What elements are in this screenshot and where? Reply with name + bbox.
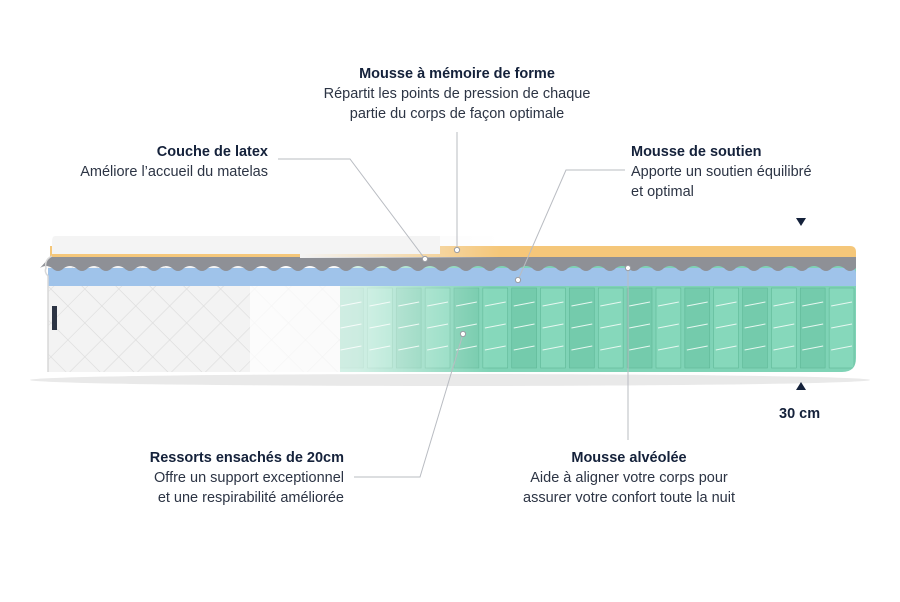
support-foam-desc-2: et optimal xyxy=(631,184,694,200)
leader-latex xyxy=(278,158,426,260)
cellular-foam-desc-2: assurer votre confort toute la nuit xyxy=(523,490,735,506)
spring-coil-line xyxy=(657,323,679,329)
support-foam-title: Mousse de soutien xyxy=(631,144,762,160)
springs-desc-2: et une respirabilité améliorée xyxy=(157,490,344,506)
spring-coil-line xyxy=(571,345,593,351)
spring-coil-line xyxy=(571,323,593,329)
spring-coil-line xyxy=(600,345,622,351)
spring-coil-line xyxy=(744,323,766,329)
spring-coil-line xyxy=(657,301,679,307)
spring-coil-line xyxy=(600,323,622,329)
spring-coil-line xyxy=(744,301,766,307)
latex-layer xyxy=(40,257,856,271)
memory-foam-desc-1: Répartit les points de pression de chaqu… xyxy=(323,86,591,102)
spring-coil-line xyxy=(773,345,795,351)
spring-coil-line xyxy=(629,345,651,351)
spring-coil-line xyxy=(513,323,535,329)
latex-title: Couche de latex xyxy=(156,144,268,160)
marker-springs xyxy=(459,330,467,338)
spring-coil-line xyxy=(542,345,564,351)
mattress-height-label: 30 cm xyxy=(779,406,821,422)
spring-coil-line xyxy=(686,323,708,329)
spring-coil-line xyxy=(513,345,535,351)
spring-coil-line xyxy=(513,301,535,307)
spring-coil-line xyxy=(715,323,737,329)
spring-coil-line xyxy=(657,345,679,351)
support-foam-layer xyxy=(48,268,856,286)
latex-desc-1: Améliore l’accueil du matelas xyxy=(80,164,268,180)
mattress-shadow xyxy=(30,374,870,386)
memory-foam-desc-2: partie du corps de façon optimale xyxy=(349,106,565,122)
marker-memory-foam xyxy=(453,246,461,254)
cellular-foam-desc-1: Aide à aligner votre corps pour xyxy=(530,470,728,486)
spring-coil-line xyxy=(629,301,651,307)
mattress-left-edge xyxy=(44,255,53,372)
marker-cellular-foam xyxy=(624,264,632,272)
leader-springs xyxy=(354,333,464,478)
label-springs: Ressorts ensachés de 20cm Offre un suppo… xyxy=(110,448,344,508)
spring-coil-line xyxy=(600,301,622,307)
brand-tag xyxy=(52,306,57,330)
label-cellular-foam: Mousse alvéolée Aide à aligner votre cor… xyxy=(498,448,760,508)
label-support-foam: Mousse de soutien Apporte un soutien équ… xyxy=(631,142,871,202)
leader-support-foam xyxy=(517,169,625,281)
cellular-foam-title: Mousse alvéolée xyxy=(571,450,687,466)
springs-title: Ressorts ensachés de 20cm xyxy=(149,450,344,466)
spring-coil-line xyxy=(831,345,853,351)
spring-coil-line xyxy=(802,323,824,329)
spring-coil-line xyxy=(542,301,564,307)
spring-coil-line xyxy=(686,345,708,351)
spring-coil-line xyxy=(715,345,737,351)
spring-coil-line xyxy=(802,301,824,307)
memory-foam-title: Mousse à mémoire de forme xyxy=(359,66,555,82)
spring-coil-line xyxy=(715,301,737,307)
spring-coil-line xyxy=(773,301,795,307)
height-arrow-bottom-icon xyxy=(796,382,806,390)
spring-coil-line xyxy=(744,345,766,351)
spring-coil-line xyxy=(802,345,824,351)
spring-coil-line xyxy=(629,323,651,329)
spring-coil-line xyxy=(831,301,853,307)
height-arrow-top-icon xyxy=(796,218,806,226)
label-latex: Couche de latex Améliore l’accueil du ma… xyxy=(40,142,268,182)
marker-latex xyxy=(421,255,429,263)
spring-coil-line xyxy=(686,301,708,307)
spring-coil-line xyxy=(571,301,593,307)
support-foam-desc-1: Apporte un soutien équilibré xyxy=(631,164,812,180)
label-memory-foam: Mousse à mémoire de forme Répartit les p… xyxy=(317,64,597,124)
springs-desc-1: Offre un support exceptionnel xyxy=(154,470,344,486)
pillow-top-fade xyxy=(300,236,500,258)
spring-coil-line xyxy=(542,323,564,329)
spring-coil-line xyxy=(831,323,853,329)
marker-support-foam xyxy=(514,276,522,284)
spring-coil-line xyxy=(773,323,795,329)
